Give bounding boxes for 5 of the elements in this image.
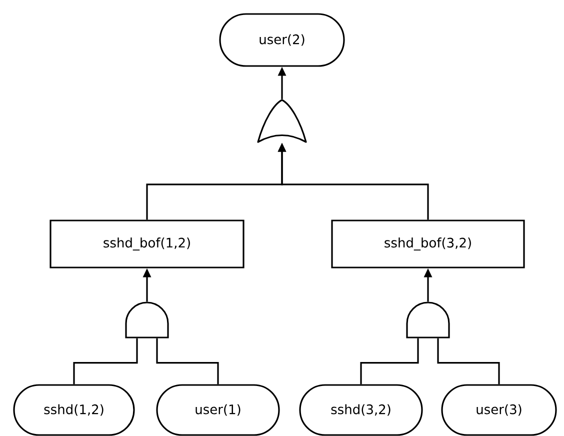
- and-gate: [125, 302, 169, 338]
- and-gate: [406, 302, 450, 338]
- process-box: sshd_bof(1,2): [50, 220, 244, 268]
- or-gate: [257, 99, 307, 143]
- process-box: sshd_bof(3,2): [331, 220, 525, 268]
